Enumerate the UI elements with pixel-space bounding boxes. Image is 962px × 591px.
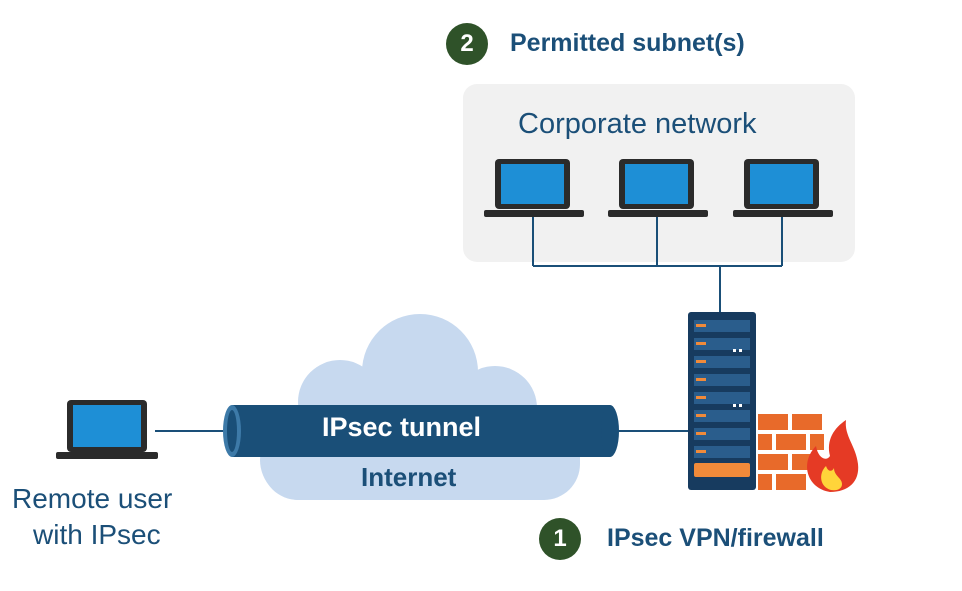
corporate-network-wiring: [532, 217, 783, 312]
ipsec-tunnel-pipe: [223, 405, 619, 457]
remote-user-label-line1: Remote user: [12, 483, 173, 514]
vpn-server-icon: [688, 312, 756, 490]
corporate-laptop-1-icon: [484, 159, 584, 217]
permitted-subnets-number-badge: 2: [446, 23, 488, 65]
vpn-firewall-number-badge: 1: [539, 518, 581, 560]
corporate-laptop-2-icon: [608, 159, 708, 217]
corporate-laptop-3-icon: [733, 159, 833, 217]
internet-label: Internet: [361, 462, 457, 492]
fire-icon: [807, 420, 859, 492]
permitted-subnets-label: Permitted subnet(s): [510, 29, 745, 57]
vpn-firewall-label: IPsec VPN/firewall: [607, 524, 824, 552]
corporate-network-label: Corporate network: [518, 108, 757, 140]
remote-user-label-line2: with IPsec: [33, 519, 161, 550]
ipsec-tunnel-label: IPsec tunnel: [322, 412, 482, 442]
remote-laptop-icon: [56, 400, 158, 459]
